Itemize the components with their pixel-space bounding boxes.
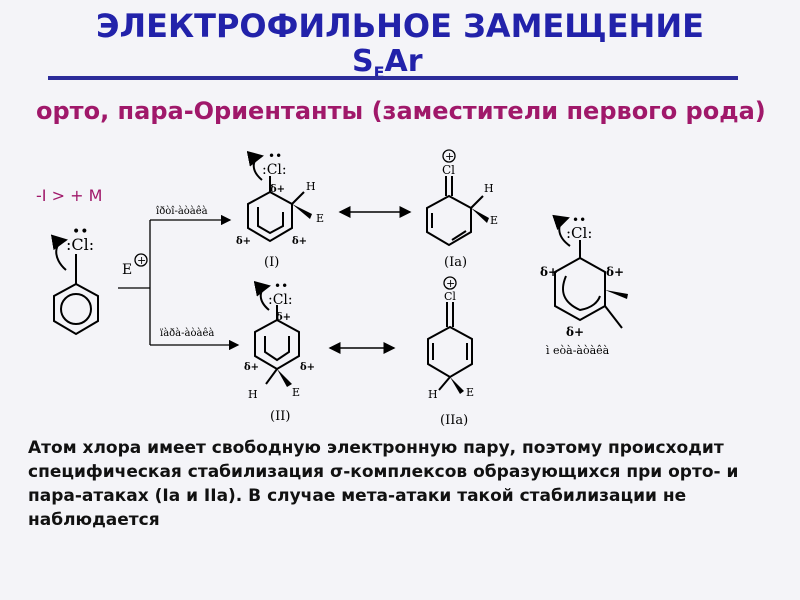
electrophile-charge-icon	[134, 253, 148, 267]
wedge-bond-Ia	[471, 208, 489, 223]
delta-II-left: δ+	[244, 362, 259, 373]
e-II: E	[292, 386, 300, 399]
label-II: (II)	[270, 409, 290, 424]
delta-II-top: δ+	[276, 312, 291, 323]
ortho-attack-label: îðòî-àòàêà	[156, 206, 208, 217]
subtitle: орто, пара-Ориентанты (заместители перво…	[36, 97, 766, 125]
e-IIa: E	[466, 386, 474, 399]
lone-pair-dots-I: ••	[268, 149, 282, 163]
lone-pair-dots-meta: ••	[572, 213, 586, 227]
wedge-bond-IIa	[450, 377, 464, 394]
cl-meta: :Cl:	[566, 224, 592, 242]
lone-pair-dots: ••	[72, 224, 89, 240]
mechanism-s: S	[352, 44, 374, 79]
delta-I-right: δ+	[292, 236, 307, 247]
delta-meta-left: δ+	[540, 265, 558, 279]
electronic-effect: -I > + M	[36, 186, 103, 205]
branch-arrows	[118, 214, 240, 351]
h-II: H	[248, 388, 258, 401]
lone-pair-dots-II: ••	[274, 279, 288, 293]
h-Ia: H	[484, 182, 494, 195]
plus-IIa: +	[446, 277, 455, 290]
explanation-text: Атом хлора имеет свободную электронную п…	[28, 438, 739, 530]
page-title: ЭЛЕКТРОФИЛЬНОЕ ЗАМЕЩЕНИЕ	[96, 7, 704, 45]
label-I: (I)	[264, 255, 279, 270]
cl-IIa: Cl	[444, 290, 456, 303]
charge-IIa-icon	[443, 276, 457, 290]
mechanism-e: E	[373, 63, 385, 82]
e-Ia: E	[490, 214, 498, 227]
label-IIa: (IIa)	[440, 413, 468, 428]
title-divider	[48, 76, 738, 80]
delta-meta-bottom: δ+	[566, 325, 584, 339]
cl-I: :Cl:	[262, 162, 287, 178]
sigma-complex-IIa	[427, 302, 473, 391]
wedge-bond-meta	[605, 290, 628, 299]
delta-meta-right: δ+	[606, 265, 624, 279]
electrophile-e: E	[122, 262, 132, 278]
chlorobenzene	[50, 234, 99, 336]
h-IIa: H	[428, 388, 438, 401]
para-attack-label: ïàðà-àòàêà	[160, 328, 214, 339]
plus-Ia: +	[445, 150, 454, 163]
mechanism-label: SEAr	[352, 46, 423, 89]
wedge-bond-II	[277, 369, 292, 387]
delta-I-top: δ+	[270, 184, 285, 195]
delta-I-left: δ+	[236, 236, 251, 247]
electrophile-plus: +	[137, 254, 146, 267]
sigma-complex-meta	[552, 214, 623, 329]
cl-II: :Cl:	[268, 292, 293, 308]
chlorobenzene-cl: :Cl:	[66, 235, 94, 254]
wedge-bond-I	[292, 204, 312, 219]
mechanism-ar: Ar	[384, 44, 423, 79]
e-I: E	[316, 212, 324, 225]
charge-Ia-icon	[442, 149, 456, 163]
delta-II-right: δ+	[300, 362, 315, 373]
label-Ia: (Ia)	[444, 255, 467, 270]
cl-Ia: Cl	[442, 163, 455, 177]
h-I: H	[306, 180, 316, 193]
meta-attack-label: ì eòà-àòàêà	[545, 344, 610, 357]
